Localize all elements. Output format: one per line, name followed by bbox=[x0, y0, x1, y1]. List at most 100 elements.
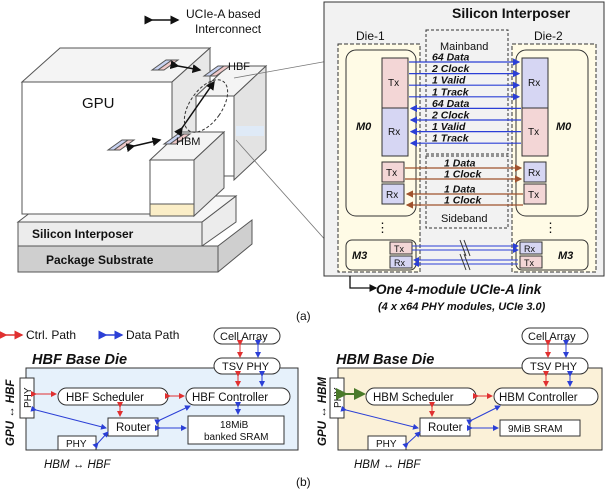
mainband-box bbox=[425, 29, 509, 155]
die-1-m3-rx bbox=[389, 255, 413, 269]
die-2-rx-main-label: Rx bbox=[528, 78, 540, 89]
mainband-label: Mainband bbox=[440, 41, 488, 53]
ctrl-path-legend: Ctrl. Path bbox=[26, 328, 76, 342]
sideband-signal-label: 1 Data bbox=[444, 184, 476, 196]
die-2-label: Die-2 bbox=[534, 29, 563, 43]
caption-a-arrow bbox=[349, 276, 378, 292]
die-2-m3-tx bbox=[519, 255, 543, 269]
hbm-tsv-phy-label: TSV PHY bbox=[530, 361, 578, 373]
die-1-tx-side bbox=[381, 161, 405, 183]
caption-b-tag: (b) bbox=[296, 475, 311, 489]
hbf-side-label: GPU ↔ HBF bbox=[5, 379, 17, 446]
mainband-signal-label: 2 Clock bbox=[431, 110, 471, 122]
hbm-cell-array-label: Cell Array bbox=[528, 331, 576, 343]
mainband-signal-label: 1 Valid bbox=[432, 75, 466, 87]
hbf-bottom-label: HBM ↔ HBF bbox=[44, 459, 111, 471]
hbf-tsv-phy bbox=[213, 357, 281, 375]
hbm-router-label: Router bbox=[428, 422, 463, 434]
hbm-sram-label: 9MiB SRAM bbox=[508, 424, 562, 435]
hbf-paths bbox=[30, 371, 265, 449]
hbm-base-layer bbox=[149, 203, 195, 217]
die-1-tx-main bbox=[381, 57, 409, 109]
hbf-sram-line2: banked SRAM bbox=[204, 432, 268, 443]
data-path-legend: Data Path bbox=[126, 328, 179, 342]
hbm-side-label: GPU ↔ HBM bbox=[317, 377, 329, 446]
hbf-title: HBF Base Die bbox=[32, 352, 127, 368]
die-1-m3-tx-label: Tx bbox=[394, 244, 404, 254]
die-2-tx-side bbox=[523, 183, 547, 205]
sideband-signal-label: 1 Clock bbox=[444, 195, 483, 207]
die-2-tx-side-label: Tx bbox=[528, 190, 539, 201]
highlight-ellipse bbox=[183, 79, 229, 133]
ucie-label-line1: UCIe-A based bbox=[186, 7, 261, 21]
hbm-paths bbox=[336, 371, 573, 449]
hbf-phy-pad-2 bbox=[208, 65, 232, 77]
die-1-m0-label: M0 bbox=[356, 121, 372, 133]
hbf-cell-array bbox=[213, 327, 281, 345]
die-1-ellipsis: ⋮ bbox=[376, 220, 389, 235]
hbf-phy-vertical-label: PHY bbox=[23, 387, 34, 408]
die-2-tx-main-label: Tx bbox=[528, 127, 539, 138]
package-substrate-front bbox=[17, 245, 219, 273]
hbf-scheduler-label: HBF Scheduler bbox=[66, 392, 144, 404]
panel-title: Silicon Interposer bbox=[452, 5, 571, 21]
die-1-rx-main bbox=[381, 107, 409, 157]
die-1-rx-main-label: Rx bbox=[388, 127, 400, 138]
die-2-m3-rx bbox=[519, 241, 543, 255]
hbm-controller-label: HBM Controller bbox=[499, 392, 578, 404]
die-1-rx-side bbox=[381, 183, 405, 205]
substrate-label: Package Substrate bbox=[46, 253, 154, 267]
hbf-controller-label: HBF Controller bbox=[192, 392, 268, 404]
die-1-tx-main-label: Tx bbox=[388, 78, 399, 89]
hbm-hbf-arrow bbox=[174, 80, 215, 137]
die-2-tx-main bbox=[521, 107, 549, 157]
die-2-rx-side-label: Rx bbox=[528, 168, 540, 179]
mainband-signal-label: 64 Data bbox=[432, 98, 470, 110]
hbf-side bbox=[233, 64, 267, 182]
hbf-label: HBF bbox=[228, 61, 250, 73]
die-2-ellipsis: ⋮ bbox=[544, 220, 557, 235]
interposer-label: Silicon Interposer bbox=[32, 227, 134, 241]
package-3d-illustration bbox=[16, 15, 346, 273]
mainband-signal-label: 1 Track bbox=[432, 86, 470, 98]
hbf-sram bbox=[187, 415, 285, 445]
hbm-phy-bottom-label: PHY bbox=[376, 439, 397, 450]
die-1-rx-side-label: Rx bbox=[386, 190, 398, 201]
die-2-m3-rx-label: Rx bbox=[524, 244, 535, 254]
hbf-phy-bottom-label: PHY bbox=[66, 439, 87, 450]
gpu-label: GPU bbox=[82, 95, 115, 112]
mainband-signal-label: 2 Clock bbox=[431, 63, 471, 75]
die-2-rx-main bbox=[521, 57, 549, 109]
hbm-sram bbox=[499, 419, 581, 437]
die-1-tx-side-label: Tx bbox=[386, 168, 397, 179]
hbf-router-label: Router bbox=[116, 422, 151, 434]
caption-a-line2: (4 x x64 PHY modules, UCIe 3.0) bbox=[378, 301, 546, 313]
die-1-label: Die-1 bbox=[356, 29, 385, 43]
sideband-box bbox=[425, 155, 509, 229]
interposer-front bbox=[17, 221, 203, 247]
hbm-scheduler-label: HBM Scheduler bbox=[373, 392, 454, 404]
m3-wires bbox=[412, 239, 519, 271]
die-2-rx-side bbox=[523, 161, 547, 183]
die-1-m3-tx bbox=[389, 241, 413, 255]
hbm-controller bbox=[493, 387, 599, 406]
hbf-sram-line1: 18MiB bbox=[220, 420, 249, 431]
ucie-label-line2: Interconnect bbox=[195, 22, 262, 36]
hbm-bottom-label: HBM ↔ HBF bbox=[354, 459, 421, 471]
hbm-cell-array bbox=[521, 327, 589, 345]
hbm-label: HBM bbox=[176, 136, 200, 148]
gpu-hbm-arrow bbox=[125, 137, 162, 153]
die-2-m3-tx-label: Tx bbox=[524, 258, 534, 268]
hbf-tsv-phy-label: TSV PHY bbox=[222, 361, 270, 373]
hbf-base-layer bbox=[236, 126, 264, 136]
sideband-signal-label: 1 Clock bbox=[444, 169, 483, 181]
mainband-signal-label: 64 Data bbox=[432, 52, 470, 64]
die-1-m3-label: M3 bbox=[352, 250, 367, 262]
die-2-m0-label: M0 bbox=[556, 121, 572, 133]
sideband-label: Sideband bbox=[441, 213, 488, 225]
hbm-tsv-phy bbox=[521, 357, 589, 375]
die-1-m3-rx-label: Rx bbox=[394, 258, 405, 268]
